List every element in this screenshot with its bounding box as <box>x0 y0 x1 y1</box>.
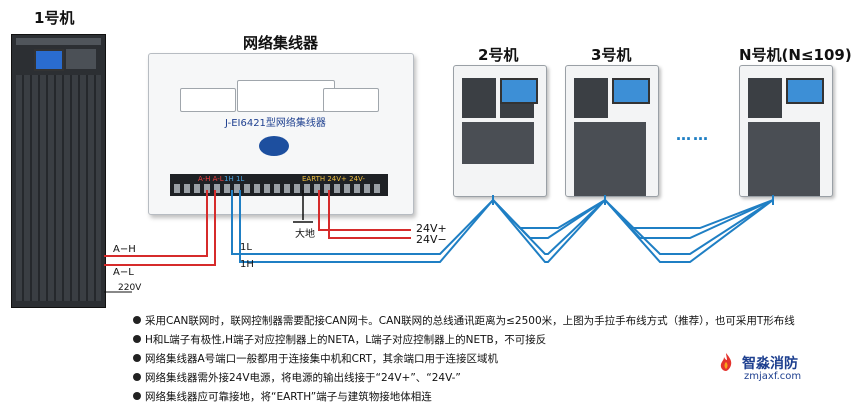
label-ground: 大地 <box>295 229 315 240</box>
cabinet-screen <box>34 49 64 71</box>
cabinet-modules <box>16 75 101 301</box>
label-a-l: A−L <box>113 267 134 278</box>
bullet-icon <box>133 392 141 400</box>
label-24v-minus: 24V− <box>416 233 447 246</box>
note-text: 采用CAN联网时，联网控制器需要配接CAN网卡。CAN联网的总线通讯距离为≤25… <box>145 315 795 327</box>
note-text: 网络集线器A号端口一般都用于连接集中机和CRT，其余端口用于连接区域机 <box>145 353 498 365</box>
wire-1h-return <box>492 198 774 229</box>
note-text: H和L端子有极性,H端子对应控制器上的NETA，L端子对应控制器上的NETB，不… <box>145 334 547 346</box>
unit1-title: 1号机 <box>34 9 75 27</box>
unit3-module-panel <box>574 122 646 196</box>
wire-24v-minus <box>328 190 411 239</box>
terminal-label-power: EARTH 24V+ 24V- <box>302 175 365 183</box>
hub-title: 网络集线器 <box>243 34 319 52</box>
unitN-screen <box>786 78 824 104</box>
label-220v: 220V <box>118 283 142 293</box>
label-1h: 1H <box>240 259 254 270</box>
network-hub: J-EI6421型网络集线器 A-H A-L 1H 1L EARTH 24V+ … <box>148 53 414 215</box>
label-24v-plus: 24V+ <box>416 222 447 235</box>
bullet-icon <box>133 373 141 381</box>
unit3-controller <box>565 65 659 197</box>
note-item: H和L端子有极性,H端子对应控制器上的NETA，L端子对应控制器上的NETB，不… <box>133 331 795 350</box>
terminal-label-1: 1H 1L <box>224 175 245 183</box>
bullet-icon <box>133 316 141 324</box>
cabinet-header <box>16 38 101 45</box>
terminal-label-a: A-H A-L <box>198 175 224 183</box>
unitN-title: N号机(N≤109) <box>739 46 852 64</box>
note-item: 采用CAN联网时，联网控制器需要配接CAN网卡。CAN联网的总线通讯距离为≤25… <box>133 312 795 331</box>
logo-url: zmjaxf.com <box>744 371 802 382</box>
wire-1h <box>239 190 774 263</box>
unit2-title: 2号机 <box>478 46 519 64</box>
hub-indicator-right <box>323 88 379 112</box>
unitN-controller <box>739 65 833 197</box>
note-text: 网络集线器应可靠接地，将“EARTH”端子与建筑物接地体相连 <box>145 391 432 403</box>
label-1l: 1L <box>240 242 252 253</box>
hub-model: J-EI6421型网络集线器 <box>225 118 326 129</box>
bullet-icon <box>133 335 141 343</box>
unitN-module-panel <box>748 122 820 196</box>
unit2-controller <box>453 65 547 197</box>
hub-logo-icon <box>259 136 289 156</box>
note-text: 网络集线器需外接24V电源，将电源的输出线接于“24V+”、“24V-” <box>145 372 461 384</box>
unit3-keypad <box>574 78 608 118</box>
note-item: 网络集线器A号端口一般都用于连接集中机和CRT，其余端口用于连接区域机 <box>133 350 795 369</box>
wire-a-h <box>104 190 208 257</box>
note-item: 网络集线器应可靠接地，将“EARTH”端子与建筑物接地体相连 <box>133 388 795 407</box>
wire-1l <box>231 190 774 255</box>
unitN-keypad <box>748 78 782 118</box>
cabinet-keypad <box>66 49 96 69</box>
note-item: 网络集线器需外接24V电源，将电源的输出线接于“24V+”、“24V-” <box>133 369 795 388</box>
unit3-title: 3号机 <box>591 46 632 64</box>
hub-terminal-strip: A-H A-L 1H 1L EARTH 24V+ 24V- <box>170 174 388 196</box>
unit2-keypad <box>462 78 496 118</box>
hub-indicator-left <box>180 88 236 112</box>
unit2-module-panel <box>462 122 534 164</box>
wire-a-l <box>104 190 216 266</box>
hub-indicator-center <box>237 80 335 112</box>
logo-name: 智淼消防 <box>742 356 798 372</box>
unit3-screen <box>612 78 650 104</box>
wire-24v-plus <box>318 190 411 231</box>
label-a-h: A−H <box>113 244 136 255</box>
unit2-buttons <box>500 104 534 118</box>
more-units-dots: …… <box>676 126 710 144</box>
notes-list: 采用CAN联网时，联网控制器需要配接CAN网卡。CAN联网的总线通讯距离为≤25… <box>133 312 795 407</box>
flame-logo-icon <box>716 352 736 372</box>
bullet-icon <box>133 354 141 362</box>
unit2-screen <box>500 78 538 104</box>
terminal-screws <box>174 184 384 193</box>
unit1-cabinet <box>11 34 106 308</box>
